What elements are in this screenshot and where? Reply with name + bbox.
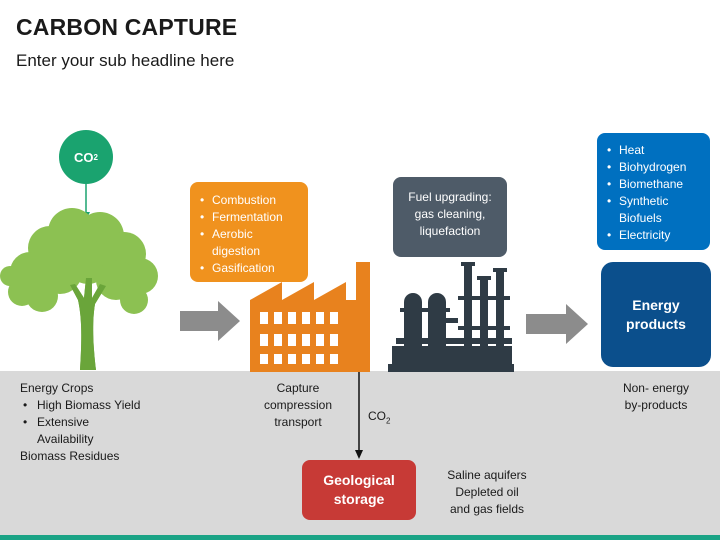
co2-flow-label: CO2: [368, 408, 390, 429]
output-item: Biohydrogen: [605, 159, 702, 176]
capture-text: Capture compression transport: [250, 380, 346, 431]
capture-line: transport: [274, 415, 322, 429]
storage-sites-line: and gas fields: [449, 502, 525, 516]
co2-circle-subscript: 2: [93, 152, 98, 162]
energy-products-line: Energy: [632, 296, 680, 313]
storage-sites-text: Saline aquifers Depleted oil and gas fie…: [432, 467, 542, 518]
process-box: Combustion Fermentation Aerobic digestio…: [190, 182, 308, 282]
inputs-item: High Biomass Yield: [20, 397, 140, 414]
fuel-line: gas cleaning,: [414, 207, 486, 221]
storage-sites-line: Depleted oil: [455, 485, 519, 499]
factory-icon: [250, 262, 370, 372]
energy-products-line: products: [626, 315, 686, 332]
inputs-footer: Biomass Residues: [20, 449, 120, 463]
co2-flow-label-main: CO: [368, 409, 386, 423]
inputs-item: Extensive Availability: [20, 414, 130, 448]
capture-line: compression: [263, 398, 333, 412]
outputs-box: Heat Biohydrogen Biomethane Synthetic Bi…: [597, 133, 710, 250]
output-item: Heat: [605, 142, 702, 159]
arrow-right-icon: [180, 301, 240, 341]
geological-storage-line: Geological: [323, 472, 395, 488]
process-item: Aerobic digestion: [198, 226, 300, 260]
co2-circle-label: CO: [74, 149, 94, 165]
co2-flow-label-sub: 2: [386, 416, 391, 426]
output-item: Biomethane: [605, 176, 702, 193]
capture-line: Capture: [276, 381, 320, 395]
nonenergy-text: Non- energy by-products: [612, 380, 700, 414]
geological-storage-box: Geological storage: [302, 460, 416, 520]
inputs-heading: Energy Crops: [20, 381, 94, 395]
page-title: CARBON CAPTURE: [16, 14, 238, 40]
nonenergy-line: Non- energy: [622, 381, 690, 395]
co2-down-arrow: [355, 372, 363, 459]
process-item: Gasification: [198, 260, 300, 277]
process-item: Combustion: [198, 192, 300, 209]
arrow-right-icon: [526, 304, 588, 344]
accent-bar: [0, 535, 720, 540]
storage-sites-line: Saline aquifers: [447, 468, 527, 482]
fuel-line: Fuel upgrading:: [408, 190, 492, 204]
energy-products-box: Energy products: [601, 262, 711, 367]
output-item: Synthetic Biofuels: [605, 193, 702, 227]
output-item: Electricity: [605, 227, 702, 244]
refinery-icon: [388, 262, 514, 372]
process-item: Fermentation: [198, 209, 300, 226]
nonenergy-line: by-products: [624, 398, 688, 412]
fuel-line: liquefaction: [419, 224, 481, 238]
page-subtitle: Enter your sub headline here: [16, 51, 235, 70]
geological-storage-line: storage: [333, 491, 385, 507]
fuel-upgrading-box: Fuel upgrading: gas cleaning, liquefacti…: [393, 177, 507, 257]
inputs-text: Energy Crops High Biomass Yield Extensiv…: [20, 380, 140, 465]
tree-icon: [0, 208, 158, 370]
